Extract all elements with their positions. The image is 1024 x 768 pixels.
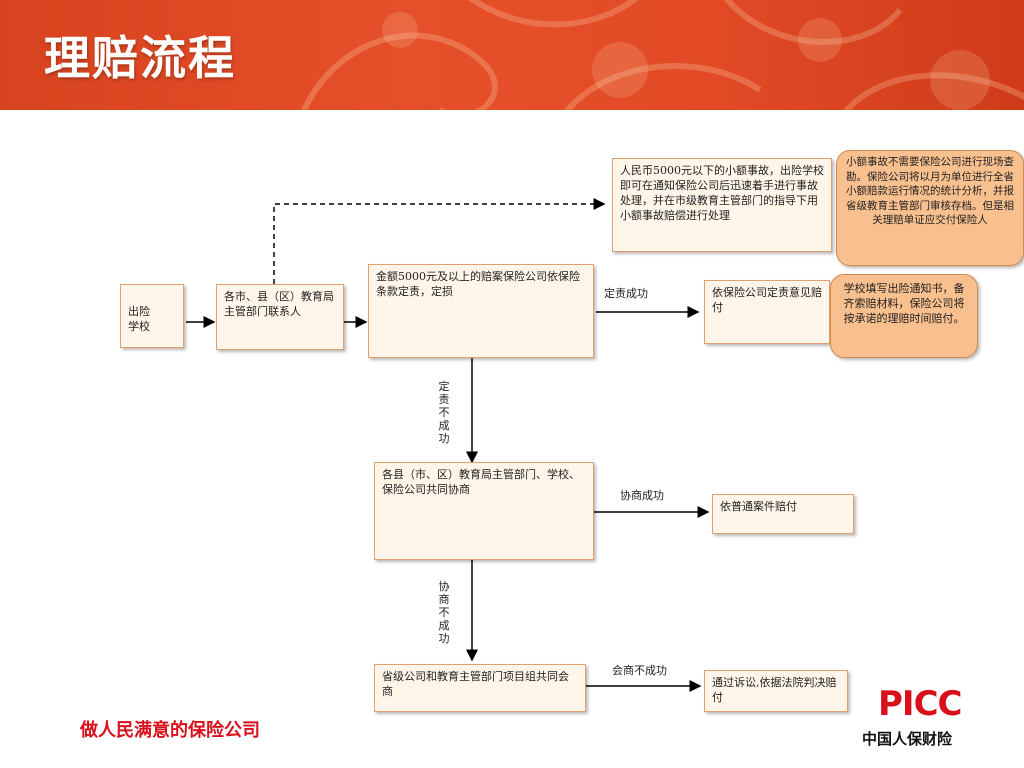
footer-slogan: 做人民满意的保险公司 — [80, 720, 260, 741]
arrow-bureau-to-small-claim — [273, 198, 606, 284]
node-pay-by-opinion-label: 依保险公司定责意见赔付 — [712, 286, 822, 314]
node-normal-pay-label: 依普通案件赔付 — [720, 500, 797, 513]
note-school-text: 学校填写出险通知书，备齐索赔材料，保险公司将按承诺的理赔时间赔付。 — [843, 282, 965, 325]
node-large-claim-label: 金额5000元及以上的赔案保险公司依保险条款定责，定损 — [376, 270, 580, 298]
note-school: 学校填写出险通知书，备齐索赔材料，保险公司将按承诺的理赔时间赔付。 — [830, 274, 978, 358]
node-bureau-label: 各市、县（区）教育局主管部门联系人 — [224, 290, 334, 318]
edge-label-meeting-fail: 会商不成功 — [612, 664, 667, 677]
edge-label-liability-success: 定责成功 — [604, 287, 648, 300]
picc-logo-subtitle: 中国人保财险 — [862, 730, 953, 748]
banner-decoration — [301, 0, 1024, 110]
node-small-claim: 人民币5000元以下的小额事故，出险学校即可在通知保险公司后迅速着手进行事故处理… — [612, 158, 832, 252]
picc-logo-word: PICC — [878, 684, 962, 724]
header-banner: 理赔流程 — [0, 0, 1024, 110]
note-small-claim-text: 小额事故不需要保险公司进行现场查勘。保险公司将以月为单位进行全省小额赔款运行情况… — [846, 156, 1014, 226]
node-pay-by-opinion: 依保险公司定责意见赔付 — [704, 280, 830, 344]
node-bureau: 各市、县（区）教育局主管部门联系人 — [216, 284, 344, 350]
node-provincial-meeting: 省级公司和教育主管部门项目组共同会商 — [374, 664, 586, 712]
node-small-claim-label: 人民币5000元以下的小额事故，出险学校即可在通知保险公司后迅速着手进行事故处理… — [620, 164, 824, 222]
picc-logo: PICC 中国人保财险 — [862, 684, 972, 750]
node-provincial-meeting-label: 省级公司和教育主管部门项目组共同会商 — [382, 670, 569, 698]
edge-label-negotiation-success: 协商成功 — [620, 489, 664, 502]
edge-label-negotiation-fail: 协商不成功 — [438, 580, 450, 645]
node-school: 出险 学校 — [120, 284, 184, 348]
node-large-claim: 金额5000元及以上的赔案保险公司依保险条款定责，定损 — [368, 264, 594, 358]
page-title: 理赔流程 — [44, 31, 236, 85]
node-county-negotiation: 各县（市、区）教育局主管部门、学校、保险公司共同协商 — [374, 462, 594, 560]
node-county-negotiation-label: 各县（市、区）教育局主管部门、学校、保险公司共同协商 — [382, 468, 580, 496]
node-litigation-label: 通过诉讼,依据法院判决赔付 — [712, 676, 837, 704]
node-normal-pay: 依普通案件赔付 — [712, 494, 854, 534]
edge-label-liability-fail: 定责不成功 — [438, 380, 450, 445]
node-litigation: 通过诉讼,依据法院判决赔付 — [704, 670, 848, 712]
note-small-claim: 小额事故不需要保险公司进行现场查勘。保险公司将以月为单位进行全省小额赔款运行情况… — [836, 150, 1024, 266]
node-school-label: 出险 学校 — [128, 305, 150, 333]
